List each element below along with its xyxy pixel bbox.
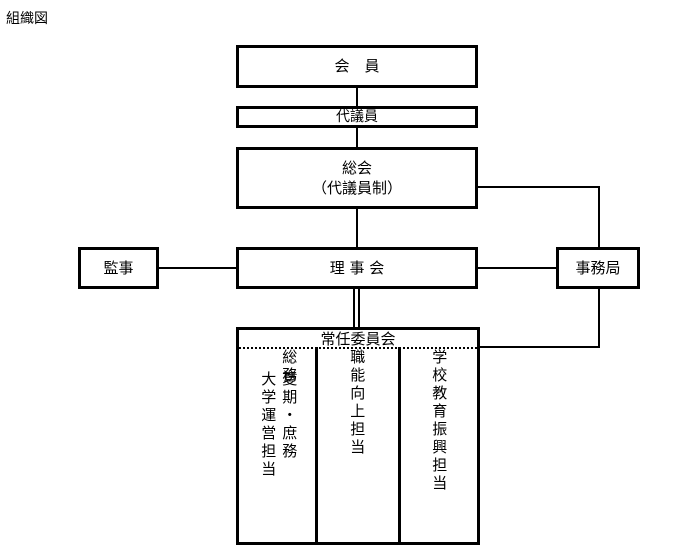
secretariat-label: 事務局 bbox=[575, 258, 621, 277]
line-members-delegates bbox=[356, 87, 358, 107]
auditor-box: 監事 bbox=[78, 247, 159, 289]
members-box: 会 員 bbox=[236, 45, 478, 88]
committee-col1-b: 夏期・庶務 bbox=[280, 371, 299, 461]
standing-committee-label: 常任委員会 bbox=[320, 330, 396, 348]
standing-committee-box: 常任委員会 bbox=[236, 327, 480, 545]
line-board-committee-b bbox=[358, 288, 360, 328]
delegates-box: 代議員 bbox=[236, 106, 478, 128]
line-board-secretariat bbox=[478, 267, 558, 269]
auditor-label: 監事 bbox=[103, 258, 134, 277]
committee-column-divider-1 bbox=[315, 347, 318, 543]
committee-column-divider-2 bbox=[398, 347, 401, 543]
secretariat-box: 事務局 bbox=[556, 247, 640, 289]
line-board-committee-a bbox=[353, 288, 355, 328]
committee-col1-a: 総務 bbox=[280, 349, 299, 385]
line-auditor-board bbox=[158, 267, 237, 269]
committee-col3: 学校教育振興担当 bbox=[430, 349, 449, 493]
general-assembly-sublabel: （代議員制） bbox=[311, 179, 402, 197]
board-label: 理 事 会 bbox=[329, 258, 385, 277]
general-assembly-label: 総会 bbox=[341, 158, 372, 177]
line-assembly-board bbox=[356, 208, 358, 248]
line-secretariat-committee bbox=[478, 346, 600, 348]
line-secretariat-down bbox=[598, 288, 600, 348]
line-right-down-to-secretariat bbox=[598, 186, 600, 248]
committee-header-divider bbox=[239, 347, 477, 349]
line-assembly-right bbox=[478, 186, 600, 188]
board-box: 理 事 会 bbox=[236, 247, 478, 289]
line-delegates-assembly bbox=[356, 127, 358, 148]
page-title: 組織図 bbox=[6, 11, 48, 27]
committee-col2: 職能向上担当 bbox=[348, 349, 367, 457]
general-assembly-box: 総会 （代議員制） bbox=[236, 147, 478, 209]
committee-col1-c: 大学運営担当 bbox=[259, 371, 278, 479]
delegates-label: 代議員 bbox=[336, 108, 378, 125]
members-label: 会 員 bbox=[334, 57, 380, 76]
